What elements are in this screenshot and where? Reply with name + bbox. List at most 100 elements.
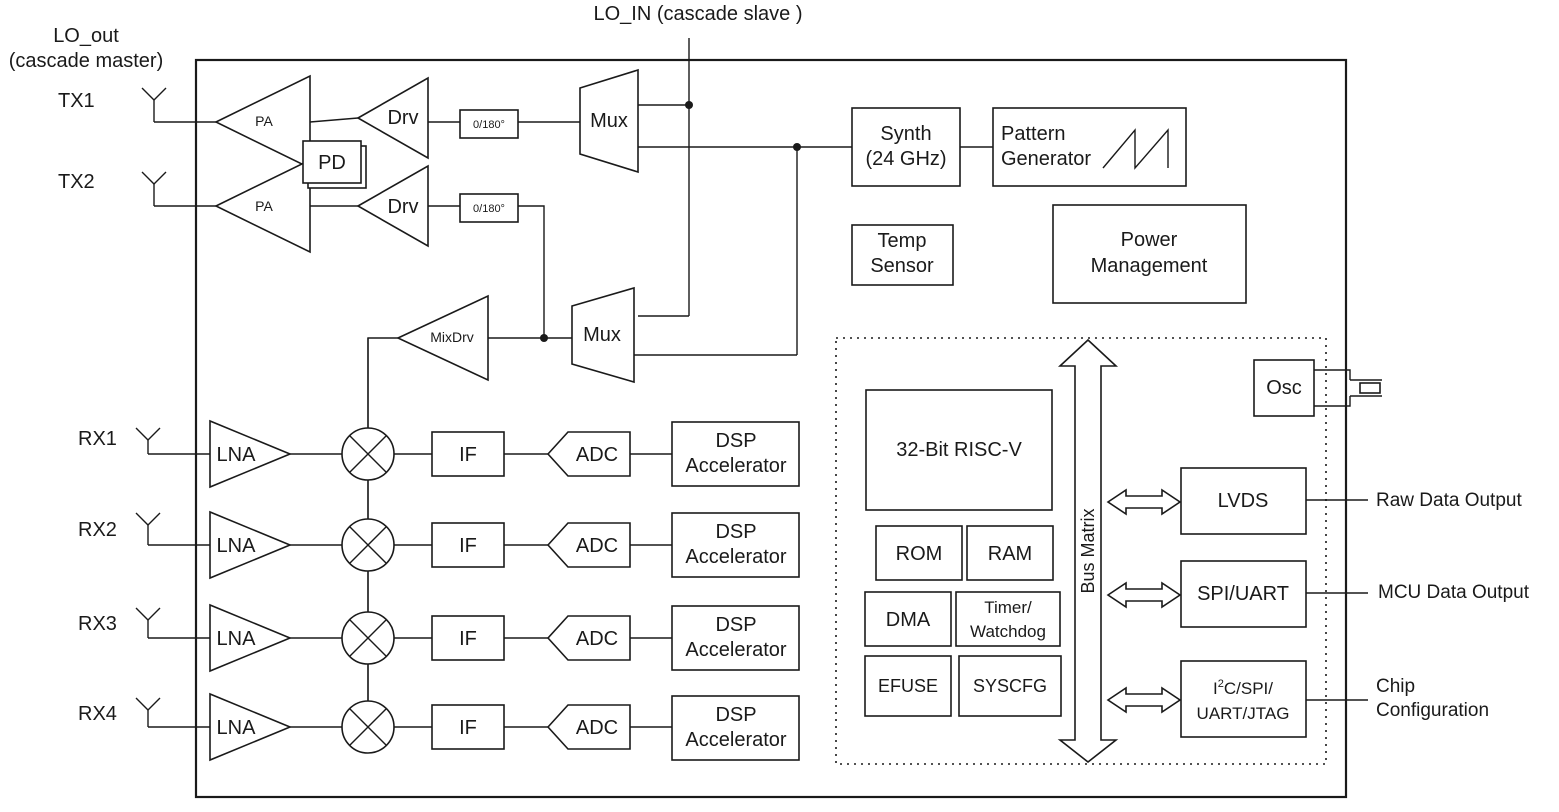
lna-label: LNA <box>217 535 257 557</box>
rx2-label: RX2 <box>78 519 117 541</box>
driver-tx1 <box>356 76 429 160</box>
lvds-label: LVDS <box>1218 490 1269 512</box>
i2c-spi-uart-jtag-block <box>1180 660 1307 738</box>
chip-configuration-sublabel: Configuration <box>1376 700 1489 721</box>
i2c-sublabel: UART/JTAG <box>1197 704 1290 723</box>
cpu-block <box>865 389 1053 511</box>
bus-matrix-label: Bus Matrix <box>1078 508 1098 593</box>
mixdrv-label: MixDrv <box>430 329 474 345</box>
ram-label: RAM <box>988 543 1032 565</box>
dsp-label: DSP <box>715 521 756 543</box>
pd-block <box>302 140 362 184</box>
sawtooth-icon <box>1102 128 1169 170</box>
power-sublabel: Management <box>1091 255 1208 277</box>
pa-label: PA <box>255 113 273 129</box>
dsp-sublabel: Accelerator <box>685 639 786 661</box>
power-label: Power <box>1121 229 1178 251</box>
rx-chain-4: LNA IF ADC DSP Accelerator <box>148 692 800 762</box>
crystal-icon <box>1314 369 1382 407</box>
pa-tx1 <box>214 74 311 170</box>
adc-label: ADC <box>576 444 618 466</box>
rx4-label: RX4 <box>78 703 117 725</box>
lna-block <box>209 692 293 762</box>
dsp-accelerator-block <box>671 512 800 578</box>
syscfg-block <box>958 655 1062 717</box>
power-management-block <box>1052 204 1247 304</box>
dsp-accelerator-block <box>671 695 800 761</box>
drv-label: Drv <box>387 107 418 129</box>
timer-sublabel: Watchdog <box>970 622 1046 641</box>
antenna-icon <box>135 697 161 727</box>
adc-label: ADC <box>576 717 618 739</box>
pattern-generator-block <box>992 107 1187 187</box>
drv-label: Drv <box>387 196 418 218</box>
phase-shifter-tx2 <box>459 193 519 223</box>
if-label: IF <box>459 535 477 557</box>
antenna-icon <box>141 87 167 122</box>
spi-uart-block <box>1180 560 1307 628</box>
bus-matrix-arrow <box>1057 338 1119 764</box>
chip-configuration-label: Chip <box>1376 676 1415 697</box>
lo-in-label: LO_IN (cascade slave ) <box>594 3 803 25</box>
rx-chain-2: LNA IF ADC DSP Accelerator <box>148 510 800 580</box>
antenna-icon <box>141 171 167 206</box>
temp-sensor-block <box>851 224 954 286</box>
lna-block <box>209 510 293 580</box>
config-bus-arrow <box>1106 686 1182 714</box>
dsp-accelerator-block <box>671 605 800 671</box>
dma-label: DMA <box>886 609 931 631</box>
if-label: IF <box>459 717 477 739</box>
antenna-icon <box>135 512 161 545</box>
efuse-block <box>864 655 952 717</box>
pd-label: PD <box>318 152 346 174</box>
ram-block <box>966 525 1054 581</box>
synth-label: Synth <box>880 123 931 145</box>
rx3-label: RX3 <box>78 613 117 635</box>
temp-label: Temp <box>878 230 927 252</box>
timer-label: Timer/ <box>984 598 1032 617</box>
adc-label: ADC <box>576 628 618 650</box>
dsp-label: DSP <box>715 430 756 452</box>
adc-label: ADC <box>576 535 618 557</box>
lo-out-sublabel: (cascade master) <box>9 50 164 72</box>
rx-chain-1: LNA IF ADC DSP Accelerator <box>148 419 800 489</box>
syscfg-label: SYSCFG <box>973 676 1047 696</box>
driver-tx2 <box>356 164 429 248</box>
junction-dot <box>540 334 548 342</box>
antenna-icon <box>135 607 161 638</box>
dma-block <box>864 591 952 647</box>
mcu-subsystem-region <box>835 337 1327 765</box>
dsp-accelerator-block <box>671 421 800 487</box>
rom-block <box>875 525 963 581</box>
lo-out-label: LO_out <box>53 25 119 47</box>
lna-label: LNA <box>217 717 257 739</box>
rx1-label: RX1 <box>78 428 117 450</box>
pattern-label: Pattern <box>1001 123 1065 145</box>
if-block <box>431 431 505 477</box>
spi-uart-bus-arrow <box>1106 581 1182 609</box>
timer-watchdog-block <box>955 591 1061 647</box>
mux-label: Mux <box>583 324 621 346</box>
mux-label: Mux <box>590 110 628 132</box>
pattern-sublabel: Generator <box>1001 148 1091 170</box>
lvds-bus-arrow <box>1106 488 1182 516</box>
lo-mux <box>571 286 635 384</box>
tx2-label: TX2 <box>58 171 95 193</box>
junction-dot <box>793 143 801 151</box>
cpu-label: 32-Bit RISC-V <box>896 439 1022 461</box>
mix-driver <box>396 294 489 382</box>
lna-label: LNA <box>217 444 257 466</box>
chip-boundary <box>194 58 1348 799</box>
phase-label: 0/180° <box>473 119 505 131</box>
lna-label: LNA <box>217 628 257 650</box>
spi-uart-label: SPI/UART <box>1197 583 1289 605</box>
dsp-sublabel: Accelerator <box>685 729 786 751</box>
antenna-icon <box>135 427 161 454</box>
temp-sublabel: Sensor <box>870 255 934 277</box>
phase-shifter-tx1 <box>459 109 519 139</box>
pa-label: PA <box>255 198 273 214</box>
efuse-label: EFUSE <box>878 676 938 696</box>
osc-label: Osc <box>1266 377 1302 399</box>
lvds-block <box>1180 467 1307 535</box>
dsp-sublabel: Accelerator <box>685 455 786 477</box>
